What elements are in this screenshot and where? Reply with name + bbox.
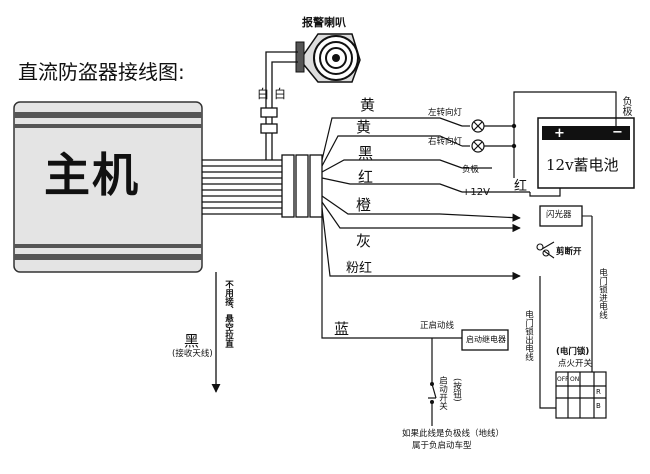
antenna-note: (接收天线) [172,349,213,359]
flasher-label: 闪光器 [546,210,572,220]
start-button-label: (按钮) [451,378,462,402]
door-lock-out-wire-label: 电门锁出电线 [523,310,534,361]
cut-label: 剪断开 [556,247,582,257]
left-turn-lamp-label: 左转向灯 [428,108,463,118]
battery-red-wire-label: 红 [514,179,528,194]
wire-blue-label: 蓝 [334,320,350,338]
battery-plus-label: + [554,126,565,141]
siren-icon [295,33,361,83]
door-lock-title: (电门锁) [556,347,590,357]
host-unit-box [13,101,203,273]
start-relay-box [461,329,509,351]
wire-gray-label: 灰 [356,232,372,250]
door-lock-in-wire-label: 电门锁进电线 [597,268,608,319]
wire-black-label: 黑 [358,144,374,162]
wire-orange-label: 橙 [356,196,372,214]
battery-icon [537,117,635,189]
wire-yellow2-label: 黄 [356,118,372,136]
siren-wire-left-label: 白 [257,87,270,101]
switch-pos-off: OFF [557,376,569,383]
positive-start-wire-label: 正启动线 [420,321,455,331]
ignition-switch-box [555,371,607,419]
diagram-title: 直流防盗器接线图: [18,60,185,84]
antenna-color-label: 黑 [184,332,200,350]
start-note-line2: 属于负启动车型 [412,441,472,451]
switch-pos-on: ON [570,376,580,383]
right-turn-lamp-label: 右转向灯 [428,137,463,147]
host-unit-label: 主机 [44,148,140,202]
wire-red-label: 红 [358,168,374,186]
battery-minus-label: − [612,125,623,140]
start-switch-label: 启动开关 [437,376,448,410]
battery-negative-label: 负极 [620,96,631,116]
lamp-negative-label: 负极 [462,165,480,175]
wire-yellow1-label: 黄 [360,96,376,114]
scissors-icon [536,241,555,259]
siren-label: 报警喇叭 [302,16,346,29]
start-note-line1: 如果此线是负极线（地线） [402,429,505,439]
siren-wire-right-label: 白 [274,87,287,101]
start-relay-label: 启动继电器 [466,335,506,344]
wire-pinkred-label: 粉红 [346,261,373,276]
switch-pos-b: B [596,402,601,410]
plus12v-label: +12V [462,187,490,198]
switch-pos-r: R [596,388,601,396]
battery-label: 12v蓄电池 [546,156,619,174]
antenna-instruction: 不用接、悬空拉直 [223,280,234,348]
door-lock-subtitle: 点火开关 [558,359,593,369]
